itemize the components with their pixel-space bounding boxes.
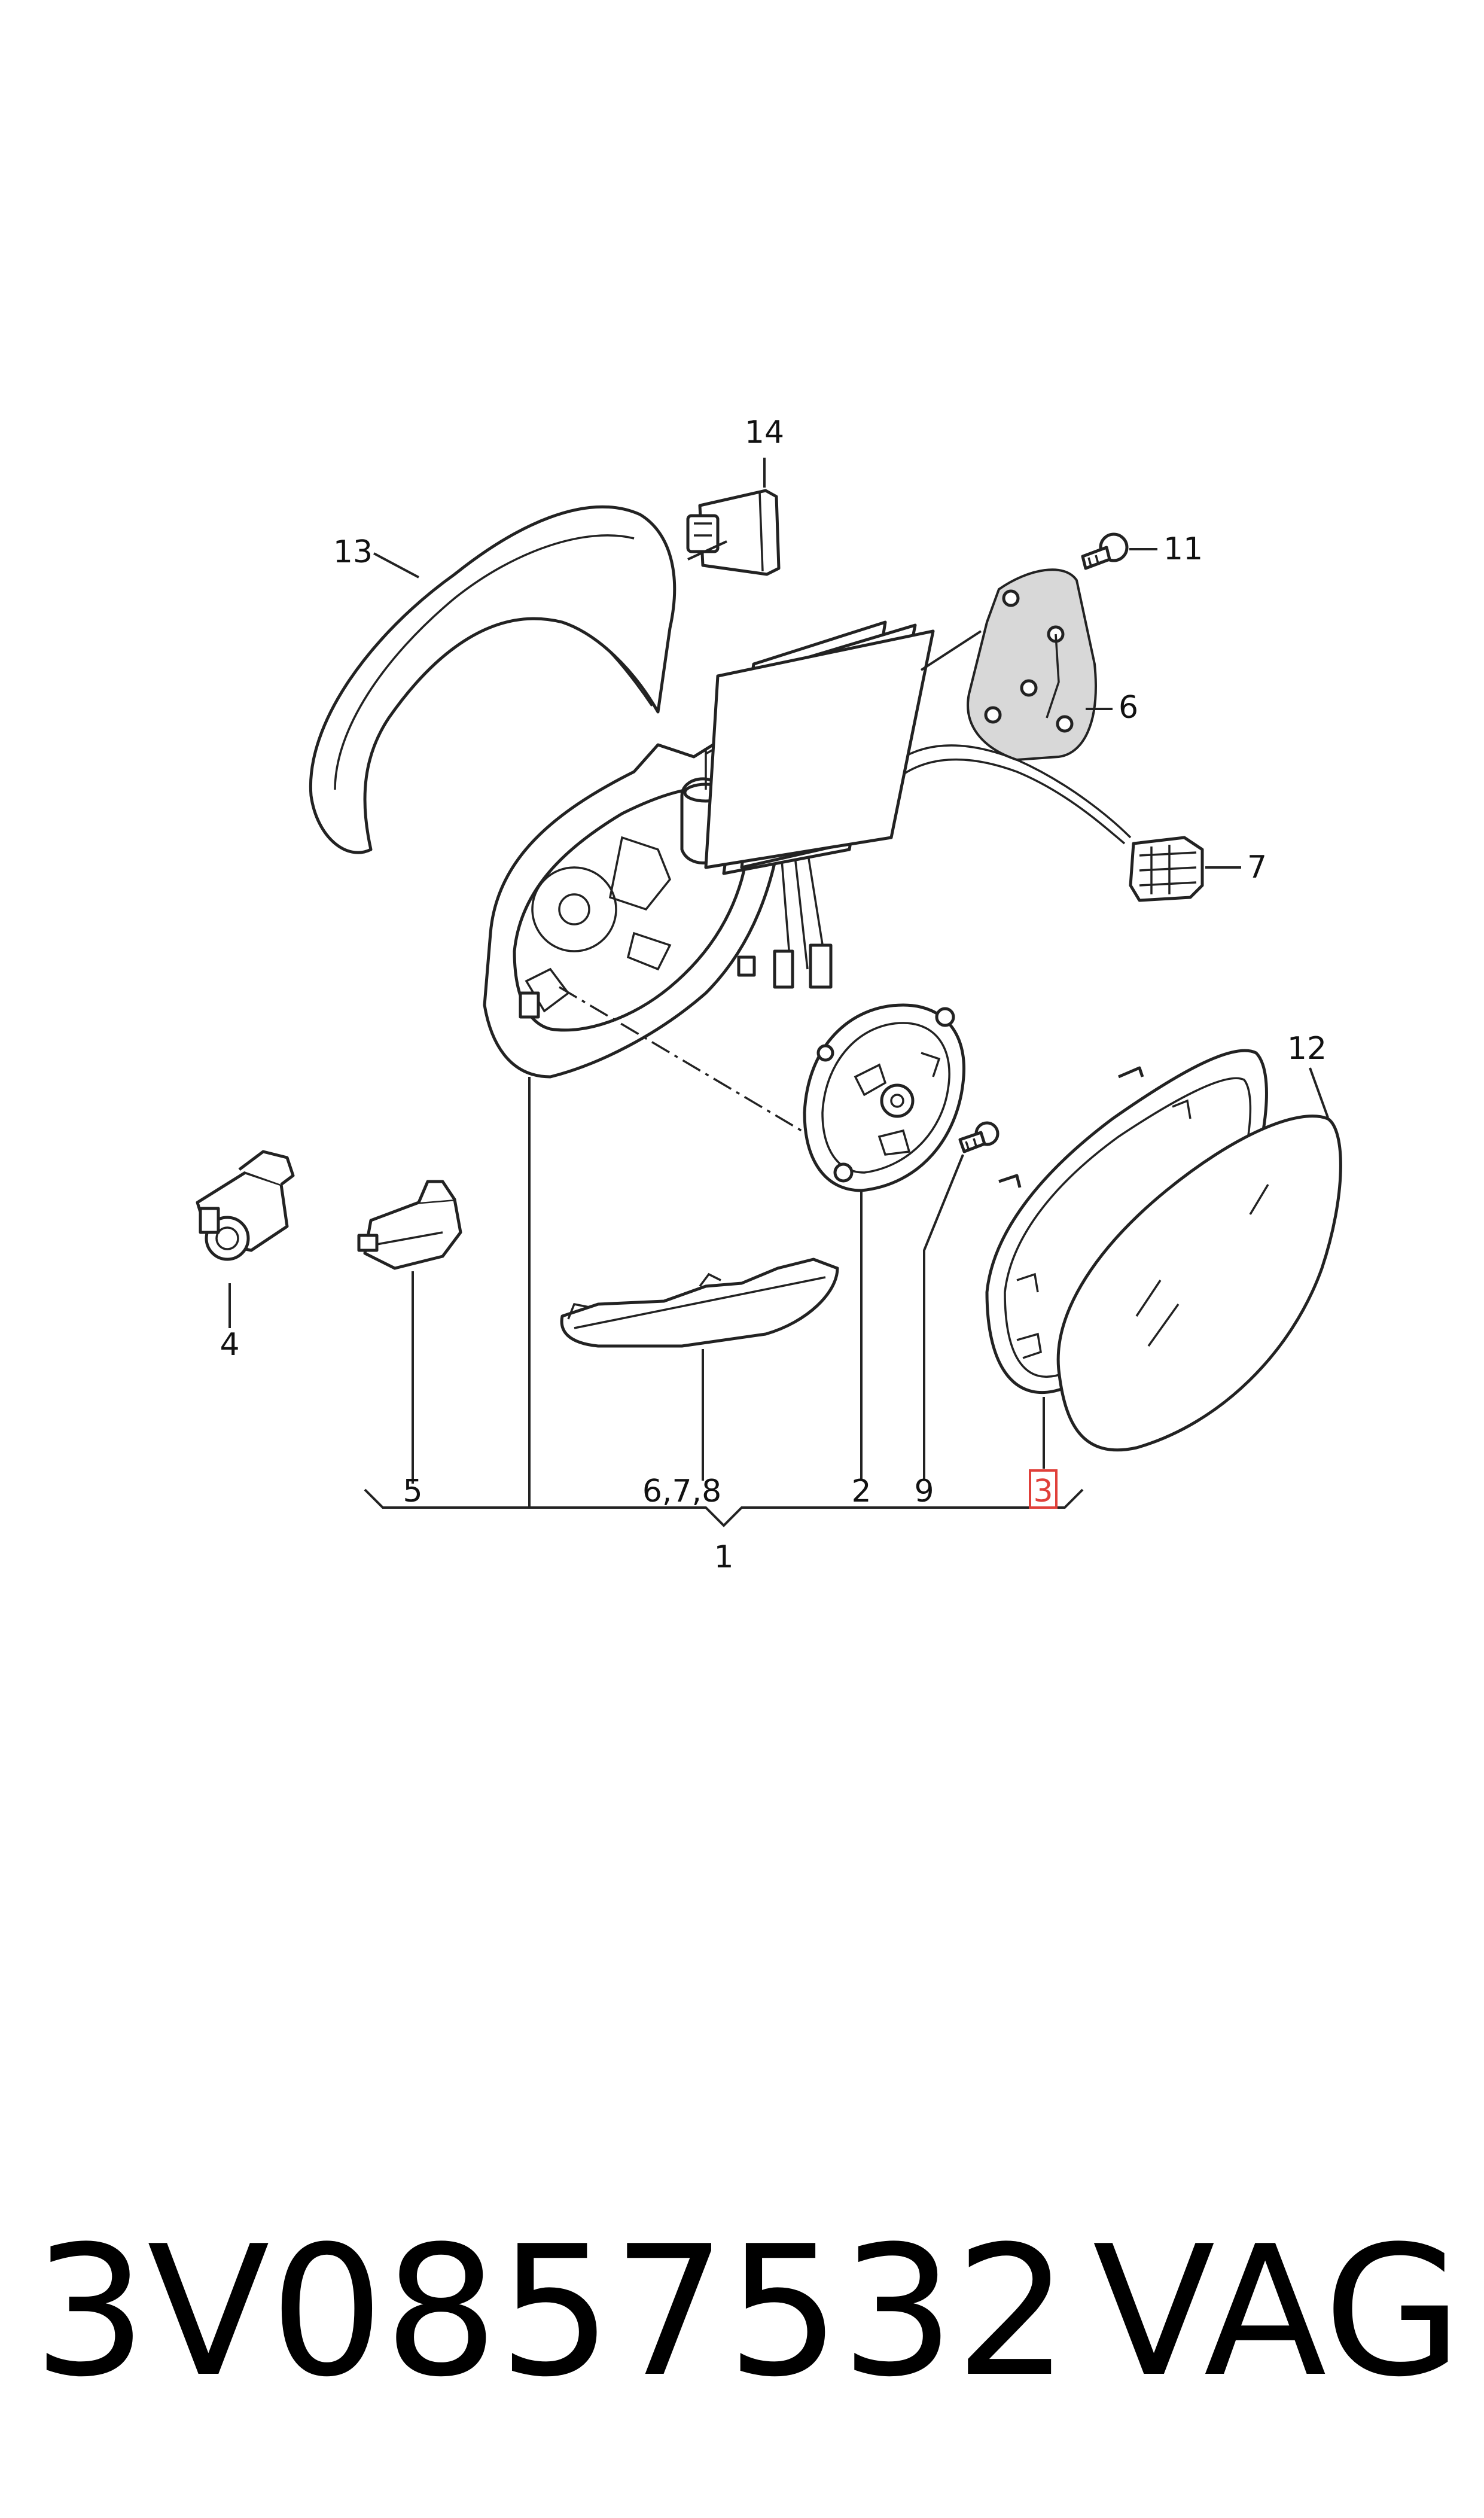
brand-name: VAG: [1092, 2208, 1462, 2416]
part-12-mirror-glass: [1056, 1067, 1342, 1452]
callout-5: 5: [403, 1473, 422, 1509]
callout-3: 3: [1033, 1473, 1053, 1509]
part-9-screw: [923, 1121, 1000, 1481]
callout-2: 2: [851, 1473, 871, 1509]
part-11-screw: [1081, 532, 1157, 570]
callout-6-7-8: 6,7,8: [642, 1473, 721, 1509]
part-13-mirror-cap: [309, 505, 677, 854]
wiring-harness: [737, 744, 1132, 989]
assembly-bracket: [364, 1488, 1084, 1527]
part-678-turn-signal: [560, 1258, 839, 1481]
callout-12: 12: [1287, 1031, 1327, 1067]
callout-14: 14: [745, 415, 784, 450]
callout-9: 9: [914, 1473, 934, 1509]
part-number: 3V0857532: [33, 2208, 1069, 2416]
part-14-clip: [686, 458, 781, 576]
heating-film-sheets: [704, 620, 935, 875]
part-5-light: [357, 1180, 462, 1484]
callout-7: 7: [1247, 850, 1267, 885]
callout-4: 4: [220, 1327, 239, 1363]
callout-1: 1: [714, 1539, 733, 1575]
part-7-connector: [1129, 836, 1241, 902]
callout-11: 11: [1163, 531, 1203, 567]
part-4-component: [196, 1150, 295, 1328]
callout-3-highlight-box: [1029, 1469, 1058, 1509]
footer: 3V0857532 VAG: [33, 2213, 1462, 2411]
part-6-heater-pad: [920, 568, 1113, 762]
part-2-adjustment-motor: [803, 1003, 965, 1481]
callout-6: 6: [1119, 690, 1138, 726]
callout-13: 13: [333, 534, 373, 570]
